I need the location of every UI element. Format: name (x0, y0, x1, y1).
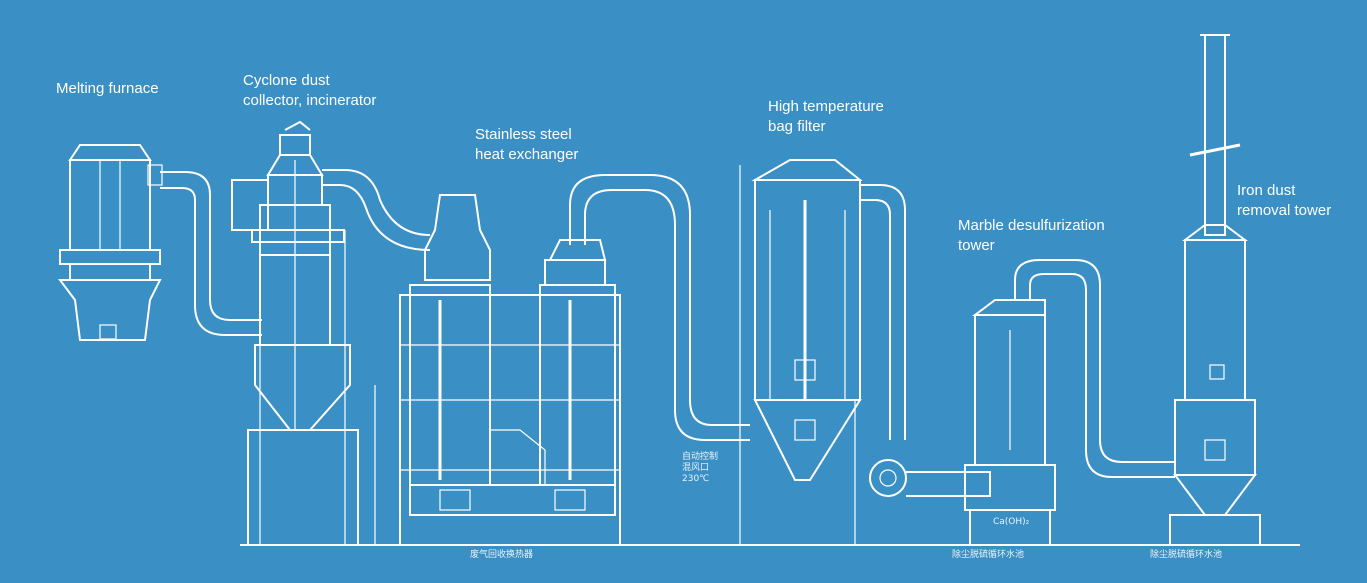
cyclone-drawing (231, 120, 376, 546)
iron-tower-drawing (1169, 34, 1261, 546)
heat-exchanger-drawing (399, 194, 621, 546)
caoh2-note: Ca(OH)₂ (993, 517, 1030, 527)
pipe-hx-bagfilter (569, 174, 750, 426)
pipe-furnace-cyclone (160, 171, 262, 321)
label-marble-tower: Marble desulfurization tower (958, 217, 1105, 254)
temp-control-note: 自动控制 混风口 230℃ (682, 452, 719, 484)
marble-tower-drawing (964, 299, 1056, 546)
pipe-bagfilter-blower (860, 184, 906, 440)
label-melting-furnace: Melting furnace (56, 80, 159, 97)
bottom-caption-left: 废气回收换热器 (470, 550, 534, 560)
blower-drawing (869, 459, 907, 497)
bottom-caption-right: 除尘脱硫循环水池 (1150, 550, 1223, 560)
label-heat-exchanger: Stainless steel heat exchanger (475, 126, 579, 163)
bag-filter-drawing (739, 159, 863, 545)
melting-furnace-drawing (58, 144, 163, 341)
pipe-cyclone-hx (322, 169, 431, 236)
pipe-marble-iron (1014, 259, 1175, 463)
label-cyclone: Cyclone dust collector, incinerator (243, 72, 377, 109)
label-iron-tower: Iron dust removal tower (1237, 182, 1332, 219)
bottom-caption-mid: 除尘脱硫循环水池 (952, 550, 1025, 560)
label-bag-filter: High temperature bag filter (768, 98, 884, 135)
